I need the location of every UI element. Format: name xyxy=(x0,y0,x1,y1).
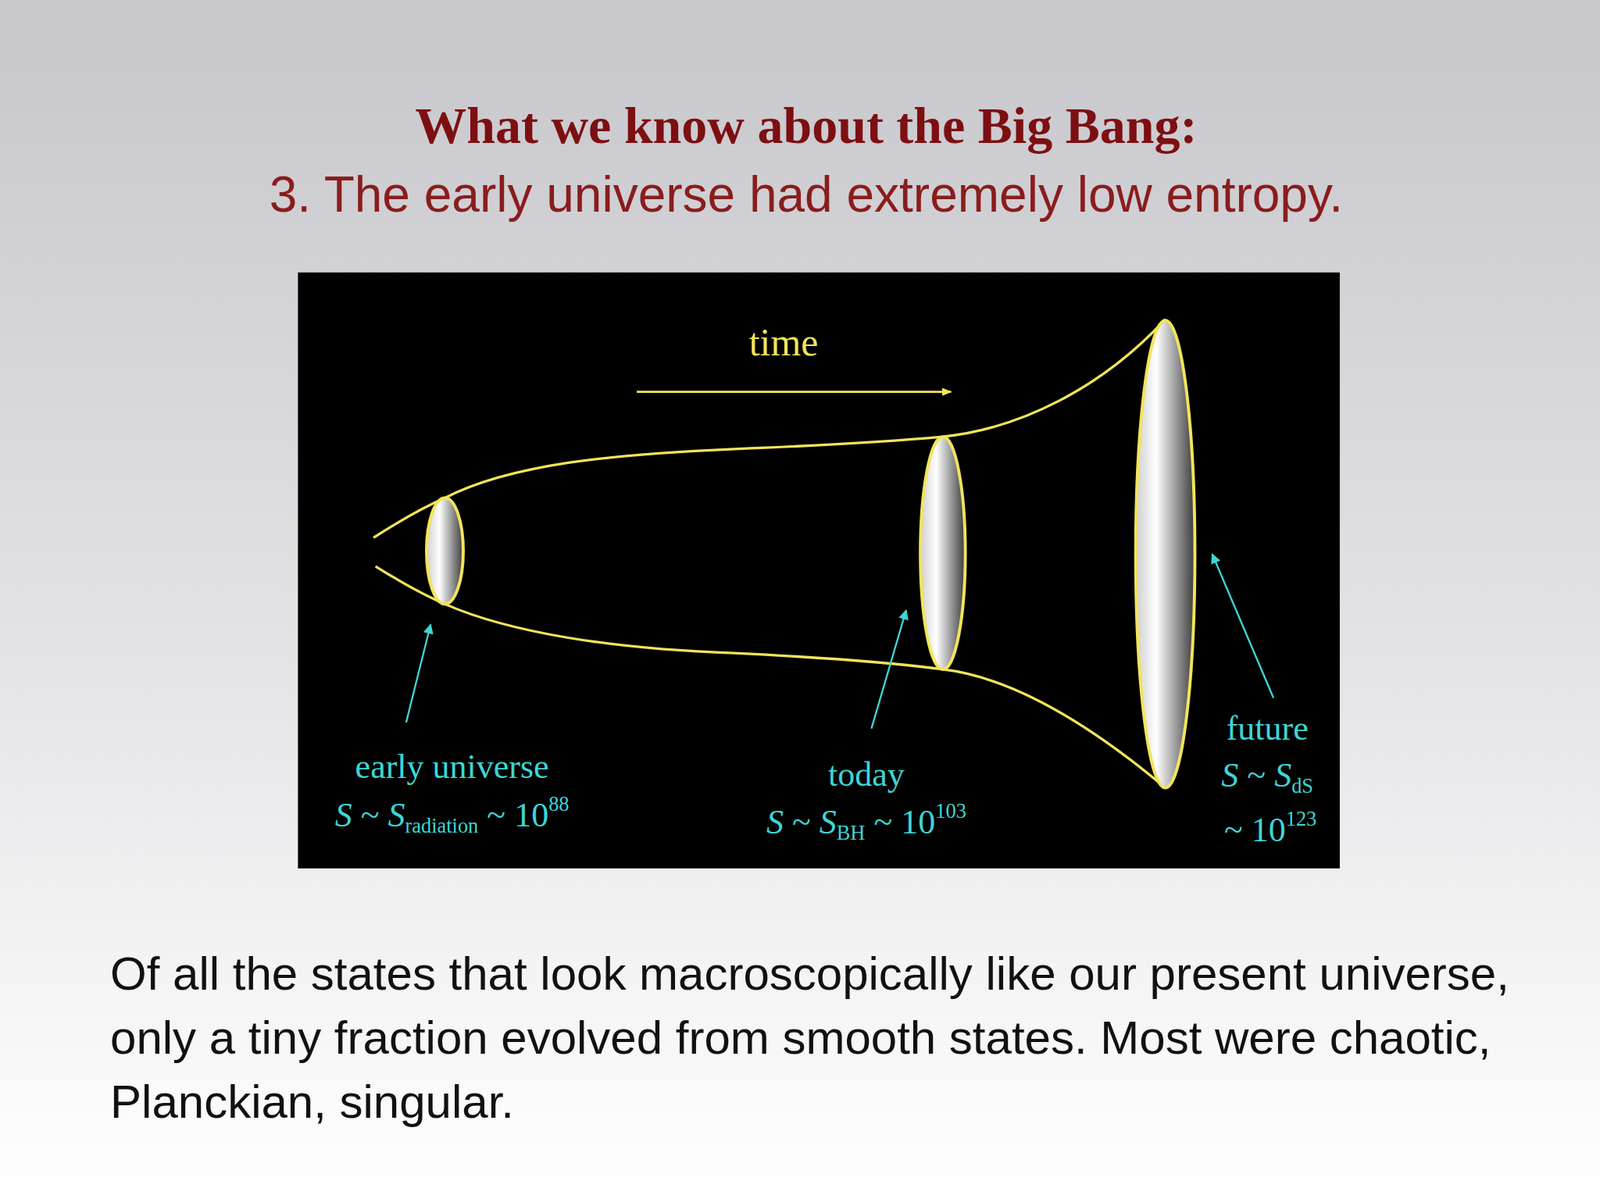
entropy-value: ~ 10123 xyxy=(1224,807,1317,850)
entropy-value: S ~ Sradiation ~ 1088 xyxy=(335,792,570,838)
leader-arrow xyxy=(871,610,906,729)
leader-arrow xyxy=(1212,553,1274,698)
future-slice xyxy=(1135,320,1196,788)
leader-arrow xyxy=(406,625,431,723)
slide-title: What we know about the Big Bang: xyxy=(414,96,1197,156)
axis-label: time xyxy=(749,320,819,366)
slide-subtitle: 3. The early universe had extremely low … xyxy=(269,166,1343,225)
slide-caption: Of all the states that look macroscopica… xyxy=(110,942,1540,1136)
epoch-label: future xyxy=(1226,709,1309,750)
time-arrow xyxy=(636,390,951,393)
today-slice xyxy=(920,436,965,670)
black-panel xyxy=(297,272,1340,869)
entropy-value: S ~ SBH ~ 10103 xyxy=(766,799,967,845)
entropy-value: S ~ SdS xyxy=(1221,756,1314,798)
epoch-label: today xyxy=(828,755,905,796)
universe-upper-boundary xyxy=(373,319,1166,539)
epoch-label: early universe xyxy=(355,747,550,788)
early-slice xyxy=(426,498,464,605)
